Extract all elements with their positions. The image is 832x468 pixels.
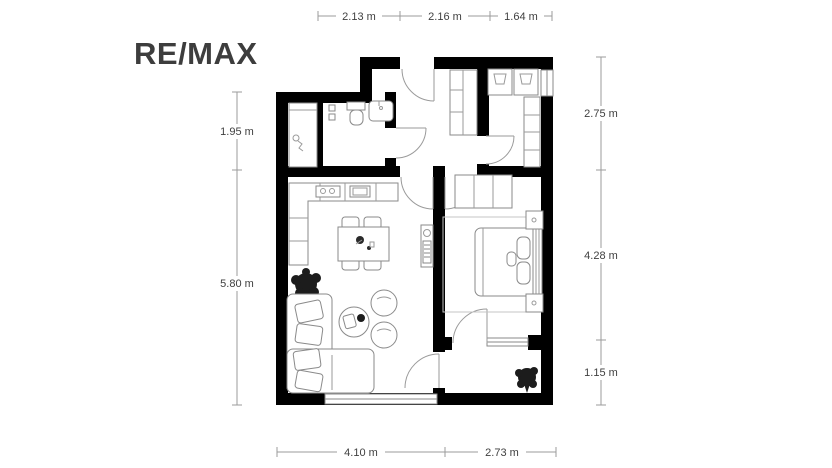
dimension-lines: 2.13 m 2.16 m 1.64 m 1.95 m 5.80 m 2.75 …	[213, 8, 625, 460]
storage-door	[485, 135, 515, 165]
bedroom-balcony-door	[452, 308, 488, 344]
entrance-door	[401, 68, 435, 102]
headboard	[532, 227, 543, 297]
pouf	[370, 321, 398, 349]
dim-bottom-2: 2.73 m	[485, 447, 519, 459]
shower-fixture-icon	[292, 134, 304, 152]
dining-table	[337, 226, 390, 262]
storage-window	[540, 69, 554, 97]
cushion	[294, 299, 324, 324]
cushion	[294, 323, 324, 346]
toilet-icon	[346, 101, 366, 126]
table-plant	[356, 236, 364, 244]
dim-right-1: 2.75 m	[584, 108, 618, 120]
pillow	[506, 251, 517, 267]
dryer-icon	[513, 68, 539, 96]
pillow	[516, 236, 531, 260]
dim-right-3: 1.15 m	[584, 367, 618, 379]
hall-closet	[449, 69, 478, 136]
hallway	[449, 69, 478, 136]
dim-top-1: 2.13 m	[342, 11, 376, 23]
wardrobe	[454, 174, 513, 209]
cooktop-icon	[315, 185, 341, 198]
cushion	[294, 369, 324, 393]
sink-icon	[368, 100, 394, 122]
double-bed	[474, 227, 543, 297]
living-room-door	[400, 176, 434, 210]
living-room	[286, 182, 434, 394]
kitchen-sink-icon	[349, 185, 371, 198]
entrance-opening	[400, 57, 434, 69]
bathroom-door	[395, 127, 427, 159]
remax-logo: RE/MAX	[134, 36, 258, 71]
dining-set	[337, 216, 390, 271]
nightstand	[525, 210, 544, 230]
dim-top-2: 2.16 m	[428, 11, 462, 23]
speaker-icon	[423, 229, 431, 237]
storage-room	[487, 68, 541, 168]
balcony-plant-icon	[515, 367, 538, 393]
corner-sofa	[286, 293, 375, 394]
dim-top-3: 1.64 m	[504, 11, 538, 23]
living-room-window	[324, 393, 438, 405]
dim-left-2: 5.80 m	[220, 278, 254, 290]
dim-bottom-1: 4.10 m	[344, 447, 378, 459]
bedroom	[442, 174, 544, 313]
shelving-unit	[523, 96, 541, 168]
dim-right-2: 4.28 m	[584, 250, 618, 262]
coffee-table	[338, 306, 370, 338]
shower-stall	[288, 102, 318, 168]
dim-left-1: 1.95 m	[220, 126, 254, 138]
pouf	[370, 289, 398, 317]
windows	[324, 57, 554, 405]
washer-icon	[487, 68, 513, 96]
kitchen-counter	[288, 182, 399, 266]
balcony	[515, 367, 538, 393]
table-plant	[357, 314, 365, 322]
nightstand	[525, 293, 544, 313]
bathroom	[288, 100, 394, 168]
bath-accessory	[328, 104, 336, 112]
cushion	[292, 348, 322, 371]
tv-icon	[422, 240, 432, 264]
living-balcony-door	[404, 353, 440, 389]
tv-unit	[420, 224, 434, 268]
bedroom-balcony-glass	[452, 337, 529, 348]
bath-accessory	[328, 113, 336, 121]
pillow	[516, 261, 531, 285]
